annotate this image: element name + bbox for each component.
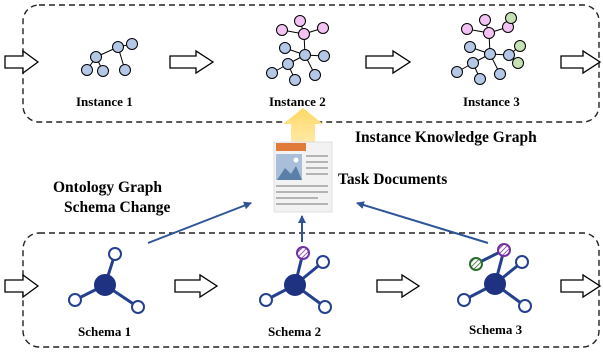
hollow-arrow-icon bbox=[560, 49, 602, 75]
schema-label-3: Schema 3 bbox=[469, 322, 523, 337]
instance-flow-arrows bbox=[4, 49, 602, 75]
schema-leaf-node bbox=[457, 293, 471, 307]
hollow-arrow-icon bbox=[4, 49, 40, 75]
schema-new-node bbox=[469, 257, 483, 271]
graph-node bbox=[467, 57, 479, 69]
schema-leaf-node bbox=[318, 300, 332, 314]
schema-graph-2 bbox=[259, 246, 332, 314]
graph-node bbox=[451, 66, 463, 78]
graph-node bbox=[289, 74, 301, 86]
graph-node bbox=[97, 65, 109, 77]
graph-node bbox=[494, 68, 506, 80]
schema-flow-arrows bbox=[4, 273, 602, 299]
arrow-schema1-to-doc bbox=[147, 201, 252, 244]
schema-leaf-node bbox=[515, 255, 529, 269]
schema-hub-node bbox=[484, 273, 506, 295]
schema-leaf-node bbox=[131, 300, 145, 314]
graph-node bbox=[514, 40, 526, 52]
graph-node bbox=[309, 69, 321, 81]
hollow-arrow-icon bbox=[365, 49, 412, 75]
graph-node bbox=[479, 14, 491, 26]
hollow-arrow-icon bbox=[376, 273, 421, 299]
graph-node bbox=[282, 58, 294, 70]
instance-graph-2 bbox=[266, 15, 330, 86]
schema-leaf-node bbox=[108, 247, 122, 261]
graph-node bbox=[119, 64, 131, 76]
upload-arrow-bar bbox=[291, 134, 315, 137]
hollow-arrow-icon bbox=[4, 273, 40, 299]
document-icon bbox=[273, 141, 333, 213]
schema-graph-1 bbox=[68, 247, 145, 314]
graph-node bbox=[505, 12, 517, 24]
graph-node bbox=[126, 38, 138, 50]
graph-node bbox=[294, 15, 306, 27]
instance-label-2: Instance 2 bbox=[269, 94, 326, 109]
schema-label-2: Schema 2 bbox=[268, 324, 322, 339]
hollow-arrow-icon bbox=[169, 49, 215, 75]
upload-arrow-icon bbox=[283, 108, 323, 143]
graph-node bbox=[512, 57, 524, 69]
graph-node bbox=[318, 50, 330, 62]
instance-kg-label: Instance Knowledge Graph bbox=[355, 129, 537, 146]
graph-node bbox=[474, 73, 486, 85]
graph-node bbox=[81, 64, 93, 76]
graph-node bbox=[464, 41, 476, 53]
instance-graph-3 bbox=[451, 12, 526, 85]
graph-node bbox=[503, 49, 515, 61]
arrow-schema3-to-doc bbox=[356, 201, 489, 244]
graph-node bbox=[90, 51, 102, 63]
graph-node bbox=[266, 67, 278, 79]
schema-to-document-arrows bbox=[147, 201, 489, 244]
schema-new-node bbox=[497, 243, 511, 257]
schema-leaf-node bbox=[518, 299, 532, 313]
schema-leaf-node bbox=[316, 255, 330, 269]
schema-leaf-node bbox=[68, 293, 82, 307]
instance-label-3: Instance 3 bbox=[463, 94, 520, 109]
hollow-arrow-icon bbox=[174, 273, 219, 299]
graph-node bbox=[298, 28, 310, 40]
instance-graph-1 bbox=[81, 38, 138, 77]
schema-new-node bbox=[296, 246, 310, 260]
task-documents-label: Task Documents bbox=[338, 171, 448, 188]
graph-node bbox=[279, 42, 291, 54]
schema-graph-3 bbox=[457, 243, 532, 313]
hollow-arrow-icon bbox=[560, 273, 602, 299]
schema-hub-node bbox=[94, 274, 116, 296]
schema-leaf-node bbox=[259, 293, 273, 307]
graph-node bbox=[317, 22, 329, 34]
graph-node bbox=[276, 24, 288, 36]
graph-node bbox=[461, 23, 473, 35]
graph-node bbox=[483, 27, 495, 39]
graph-node bbox=[299, 49, 311, 61]
schema-label-1: Schema 1 bbox=[78, 324, 132, 339]
ontology-label-line2: Schema Change bbox=[64, 199, 171, 216]
instance-label-1: Instance 1 bbox=[76, 94, 133, 109]
graph-node bbox=[484, 48, 496, 60]
graph-node bbox=[112, 41, 124, 53]
ontology-label-line1: Ontology Graph bbox=[53, 179, 162, 196]
schema-hub-node bbox=[284, 274, 306, 296]
